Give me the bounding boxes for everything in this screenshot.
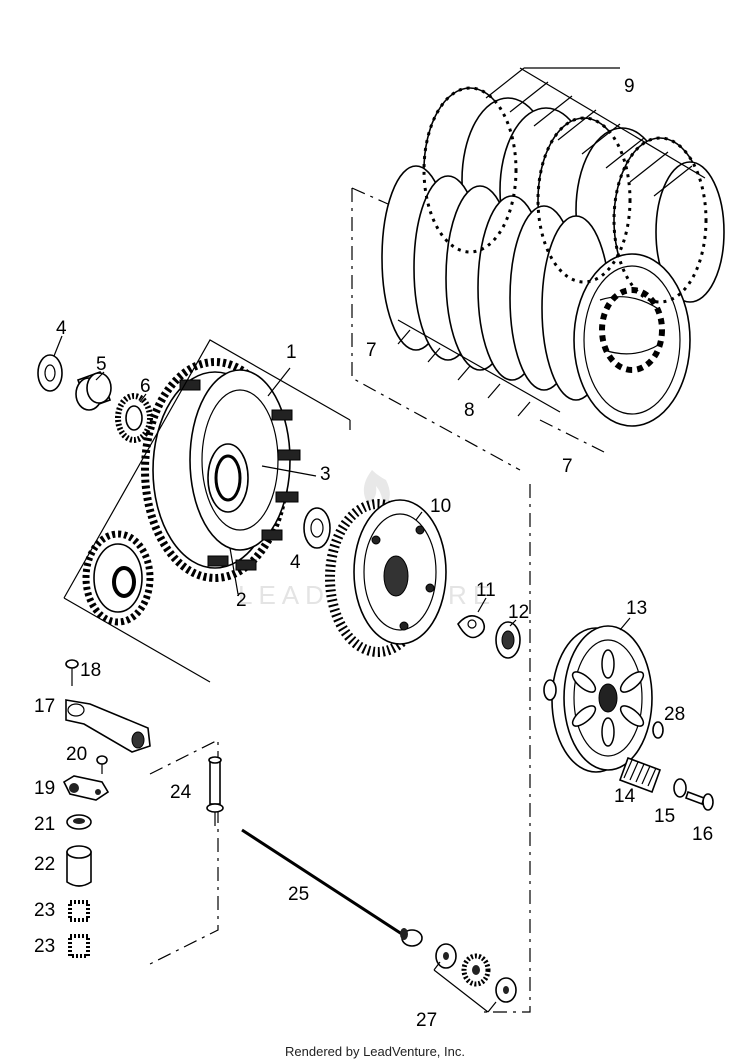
callout-5: 5 [96, 354, 107, 375]
callout-12: 12 [508, 602, 529, 623]
callout-23-b: 23 [34, 936, 55, 957]
callout-7-left: 7 [366, 340, 377, 361]
spring-washer[interactable] [673, 778, 687, 798]
release-lever[interactable] [65, 699, 151, 753]
retaining-plate[interactable] [62, 775, 110, 801]
clutch-plate-stack[interactable] [381, 86, 725, 427]
callout-4-upper: 4 [56, 318, 67, 339]
thrust-bearing[interactable] [461, 953, 491, 987]
callout-18: 18 [80, 660, 101, 681]
primary-gear[interactable] [82, 530, 154, 626]
shaft-seal[interactable] [66, 814, 92, 830]
callout-21: 21 [34, 814, 55, 835]
needle-bearing-b[interactable] [68, 934, 90, 958]
callout-4-lower: 4 [290, 552, 301, 573]
callout-13: 13 [626, 598, 647, 619]
needle-bearing-upper[interactable] [115, 393, 153, 443]
callout-25: 25 [288, 884, 309, 905]
callout-labels: 1 2 3 4 4 5 6 7 7 8 9 10 11 12 13 14 15 … [34, 76, 713, 1031]
thrust-washer-b[interactable] [495, 977, 517, 1003]
pressure-plate[interactable] [543, 625, 653, 773]
needle-bearing-a[interactable] [68, 900, 90, 922]
plate-screw[interactable] [96, 755, 108, 774]
thrust-washer-lower[interactable] [303, 507, 331, 549]
o-ring[interactable] [652, 721, 664, 739]
callout-15: 15 [654, 806, 675, 827]
lever-bolt[interactable] [65, 659, 79, 686]
callout-7-right: 7 [562, 456, 573, 477]
release-shaft[interactable] [206, 756, 224, 826]
callout-6: 6 [140, 376, 151, 397]
callout-20: 20 [66, 744, 87, 765]
thrust-washer-a[interactable] [435, 943, 457, 969]
bearing-sleeve[interactable] [66, 845, 92, 887]
credit-footer: Rendered by LeadVenture, Inc. [285, 1044, 465, 1059]
callout-3: 3 [320, 464, 331, 485]
callout-24: 24 [170, 782, 192, 803]
callout-11: 11 [476, 580, 496, 601]
callout-28: 28 [664, 704, 685, 725]
push-rod[interactable] [241, 828, 423, 947]
spring-bolt[interactable] [684, 790, 714, 811]
callout-2: 2 [236, 590, 247, 611]
clutch-basket[interactable] [141, 358, 301, 582]
callout-17: 17 [34, 696, 55, 717]
callout-14: 14 [614, 786, 636, 807]
callout-27: 27 [416, 1010, 437, 1031]
lock-washer[interactable] [457, 615, 486, 639]
thrust-washer-upper[interactable] [37, 354, 63, 392]
callout-8: 8 [464, 400, 475, 421]
callout-1: 1 [286, 342, 297, 363]
callout-23-a: 23 [34, 900, 55, 921]
callout-19: 19 [34, 778, 55, 799]
callout-10: 10 [430, 496, 451, 517]
bushing[interactable] [75, 370, 112, 411]
clutch-nut[interactable] [495, 621, 521, 659]
inner-clutch-hub[interactable] [325, 499, 447, 657]
callout-9: 9 [624, 76, 635, 97]
callout-22: 22 [34, 854, 55, 875]
clutch-spring[interactable] [618, 756, 662, 794]
callout-16: 16 [692, 824, 713, 845]
